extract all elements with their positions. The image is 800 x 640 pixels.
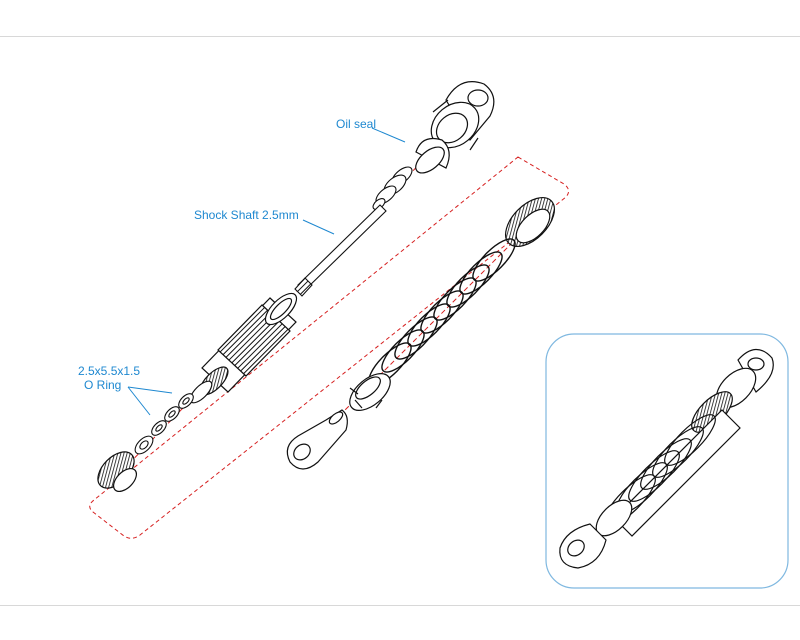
spring-retainer-part — [349, 373, 391, 411]
shock-body-part — [189, 292, 298, 404]
spring-group-boundary — [89, 156, 570, 539]
o-ring-stack — [134, 393, 194, 455]
oil-seal-label: Oil seal — [336, 117, 377, 131]
spring-collar-part — [505, 197, 555, 247]
shock-shaft-part — [294, 204, 387, 297]
oil-seal-part — [415, 137, 450, 174]
shock-shaft-label: Shock Shaft 2.5mm — [194, 208, 299, 222]
o-ring-label: O Ring — [84, 378, 122, 392]
o-ring-size-label: 2.5x5.5x1.5 — [78, 364, 141, 378]
assembled-view-inset — [545, 333, 789, 589]
piston-part — [372, 166, 413, 210]
rod-end-part — [286, 409, 348, 470]
spring-part — [368, 238, 516, 386]
label-leaders — [127, 127, 406, 416]
diagram-frame — [0, 36, 800, 606]
bottom-cap-part — [97, 451, 138, 493]
